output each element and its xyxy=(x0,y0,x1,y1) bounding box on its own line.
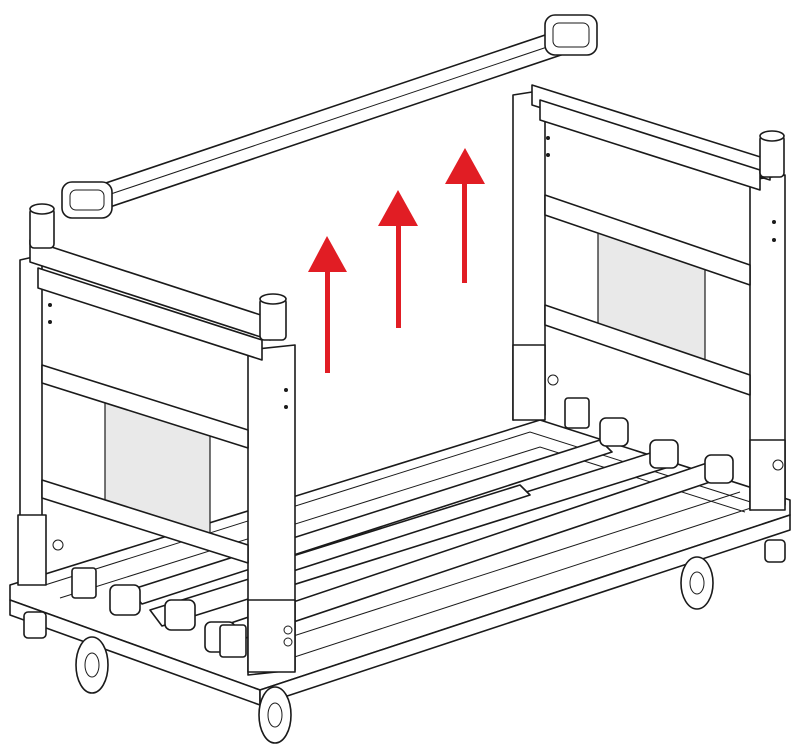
top-clamp-right xyxy=(544,14,598,56)
front-frame xyxy=(17,203,296,676)
lift-arrow-3 xyxy=(445,148,485,283)
top-clamp-left xyxy=(61,181,113,219)
rear-frame xyxy=(512,84,786,511)
top-tube xyxy=(61,14,598,219)
caster-wheels xyxy=(23,539,786,744)
lift-arrows xyxy=(308,148,485,373)
lift-arrow-2 xyxy=(378,190,418,328)
clamp-fittings xyxy=(71,397,734,658)
lift-arrow-1 xyxy=(308,236,347,373)
